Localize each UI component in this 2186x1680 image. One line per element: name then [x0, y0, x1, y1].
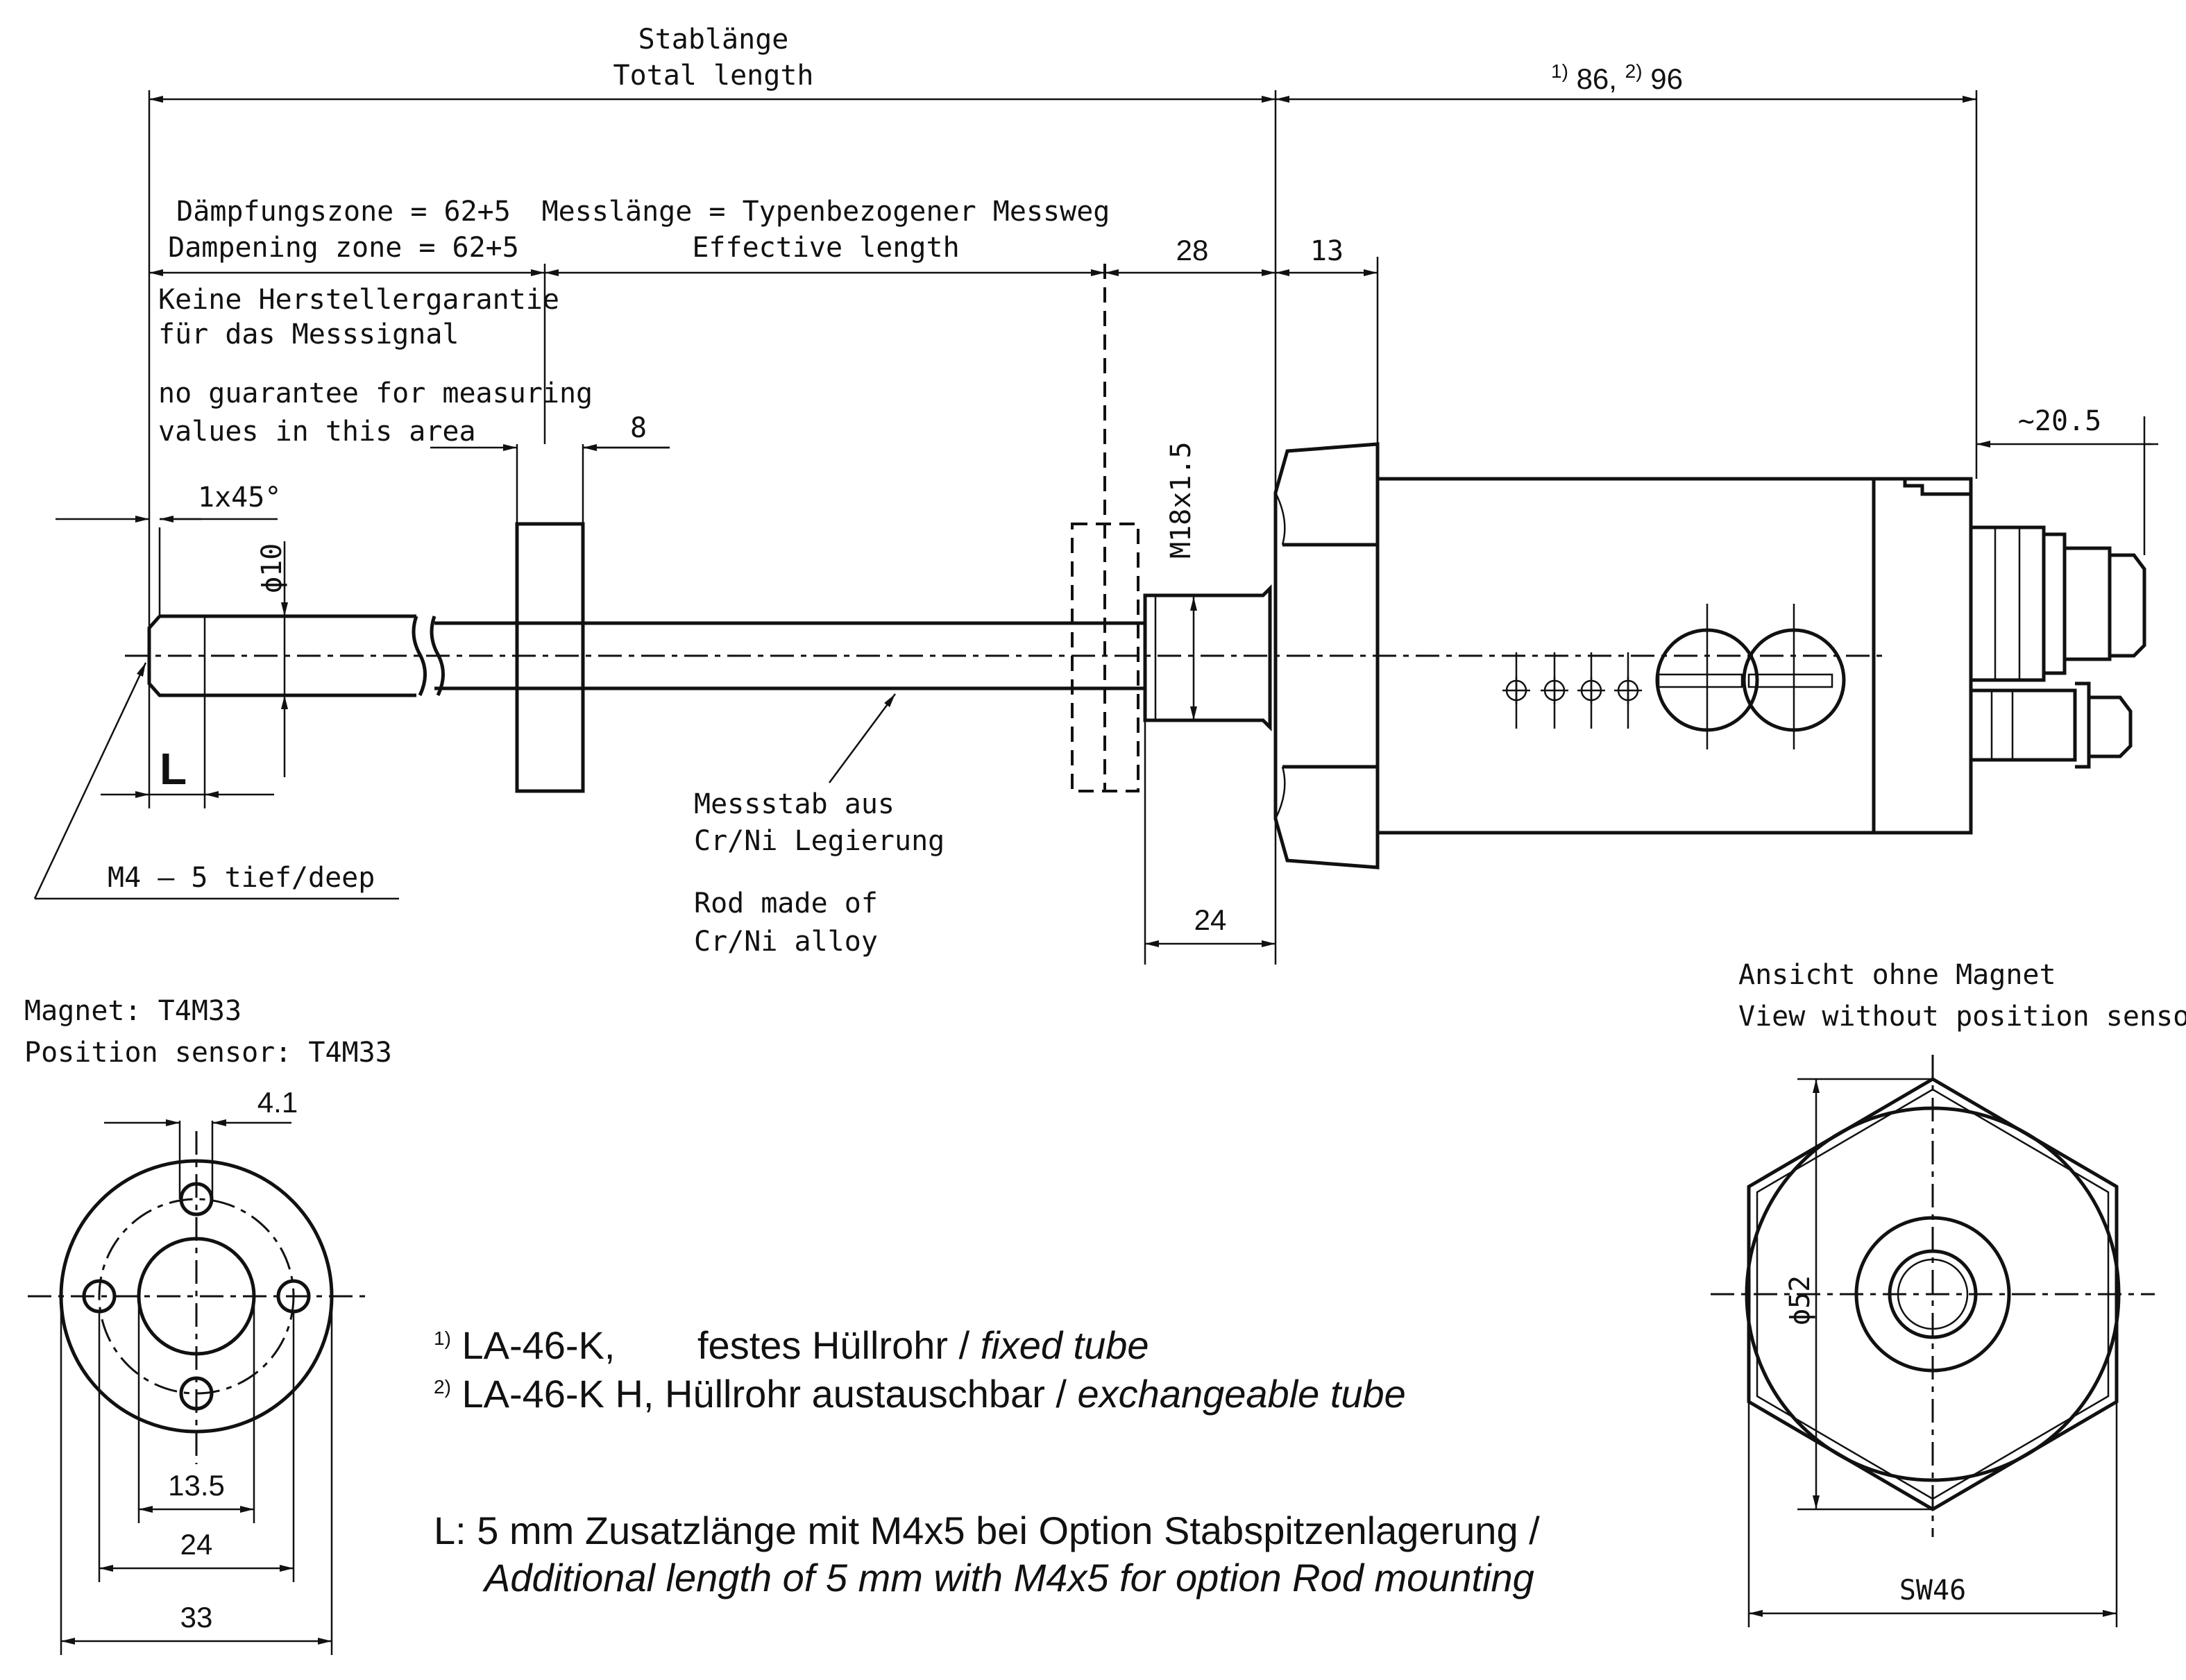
- housing-step: [1903, 479, 1971, 496]
- label-meas-de: Messlänge = Typenbezogener Messweg: [542, 196, 1110, 228]
- break-mark-left: [412, 616, 427, 697]
- label-head-length: 1) 86, 2) 96: [1551, 60, 1683, 95]
- label-damp-de: Dämpfungszone = 62+5: [176, 196, 511, 228]
- note-2: 2) LA-46-K H, Hüllrohr austauschbar / ex…: [434, 1372, 1406, 1416]
- side-view: Stablänge Total length 1) 86, 2) 96 Dämp…: [33, 24, 2158, 965]
- label-dim-20-5: ~20.5: [2018, 405, 2101, 437]
- note-L-1: L: 5 mm Zusatzlänge mit M4x5 bei Option …: [434, 1509, 1540, 1552]
- label-dim-24-magnet: 24: [180, 1528, 213, 1561]
- rod-en-2: Cr/Ni alloy: [694, 926, 878, 958]
- magnet-ring: [515, 522, 585, 793]
- leader-m4: [33, 662, 147, 899]
- indicator-leds: [1502, 652, 1642, 729]
- potentiometers: [1655, 604, 1846, 749]
- label-total-en: Total length: [613, 60, 814, 92]
- view-label-de: Ansicht ohne Magnet: [1738, 959, 2056, 991]
- notes: 1) LA-46-K,festes Hüllrohr / fixed tube …: [434, 1323, 1540, 1600]
- label-chamfer: 1x45°: [198, 482, 281, 514]
- rod-en-1: Rod made of: [694, 888, 878, 919]
- label-sw46: SW46: [1899, 1575, 1966, 1606]
- thread-m18: [1143, 584, 1272, 732]
- note-1: 1) LA-46-K,festes Hüllrohr / fixed tube: [434, 1323, 1149, 1367]
- label-L: L: [160, 744, 187, 794]
- magnet-label-2: Position sensor: T4M33: [24, 1037, 392, 1069]
- label-m18: M18x1.5: [1165, 441, 1197, 559]
- label-dim-33: 33: [180, 1601, 213, 1634]
- label-dim-28: 28: [1176, 234, 1209, 266]
- warn-de-2: für das Messsignal: [158, 319, 459, 350]
- rod-de-1: Messstab aus: [694, 788, 895, 820]
- leader-rod: [828, 693, 897, 783]
- label-dia-10: ϕ10: [256, 543, 288, 593]
- label-dim-13: 13: [1310, 235, 1344, 267]
- label-dim-8: 8: [630, 412, 647, 444]
- label-damp-en: Dampening zone = 62+5: [168, 232, 519, 264]
- view-label-en: View without position sensor: [1738, 1001, 2186, 1033]
- magnet-view: Magnet: T4M33 Position sensor: T4M33 4.1…: [24, 995, 392, 1655]
- connector: [1969, 525, 2146, 682]
- warn-en-2: values in this area: [158, 416, 476, 448]
- label-meas-en: Effective length: [692, 232, 959, 264]
- note-L-2: Additional length of 5 mm with M4x5 for …: [482, 1556, 1534, 1600]
- label-dia-52: ϕ52: [1784, 1275, 1816, 1325]
- warn-de-1: Keine Herstellergarantie: [158, 284, 559, 316]
- label-dim-24-thread: 24: [1194, 903, 1227, 936]
- rod-de-2: Cr/Ni Legierung: [694, 825, 944, 857]
- label-dim-13-5: 13.5: [168, 1469, 225, 1502]
- label-dim-4-1: 4.1: [257, 1086, 298, 1119]
- cable-gland: [1969, 681, 2133, 769]
- end-view: Ansicht ohne Magnet View without positio…: [1711, 959, 2186, 1627]
- magnet-label-1: Magnet: T4M33: [24, 995, 242, 1027]
- label-total-de: Stablänge: [638, 24, 789, 56]
- magnet-end-position: [1071, 523, 1139, 792]
- break-mark-right: [430, 616, 445, 697]
- warn-en-1: no guarantee for measuring: [158, 377, 593, 409]
- label-m4: M4 – 5 tief/deep: [108, 862, 375, 894]
